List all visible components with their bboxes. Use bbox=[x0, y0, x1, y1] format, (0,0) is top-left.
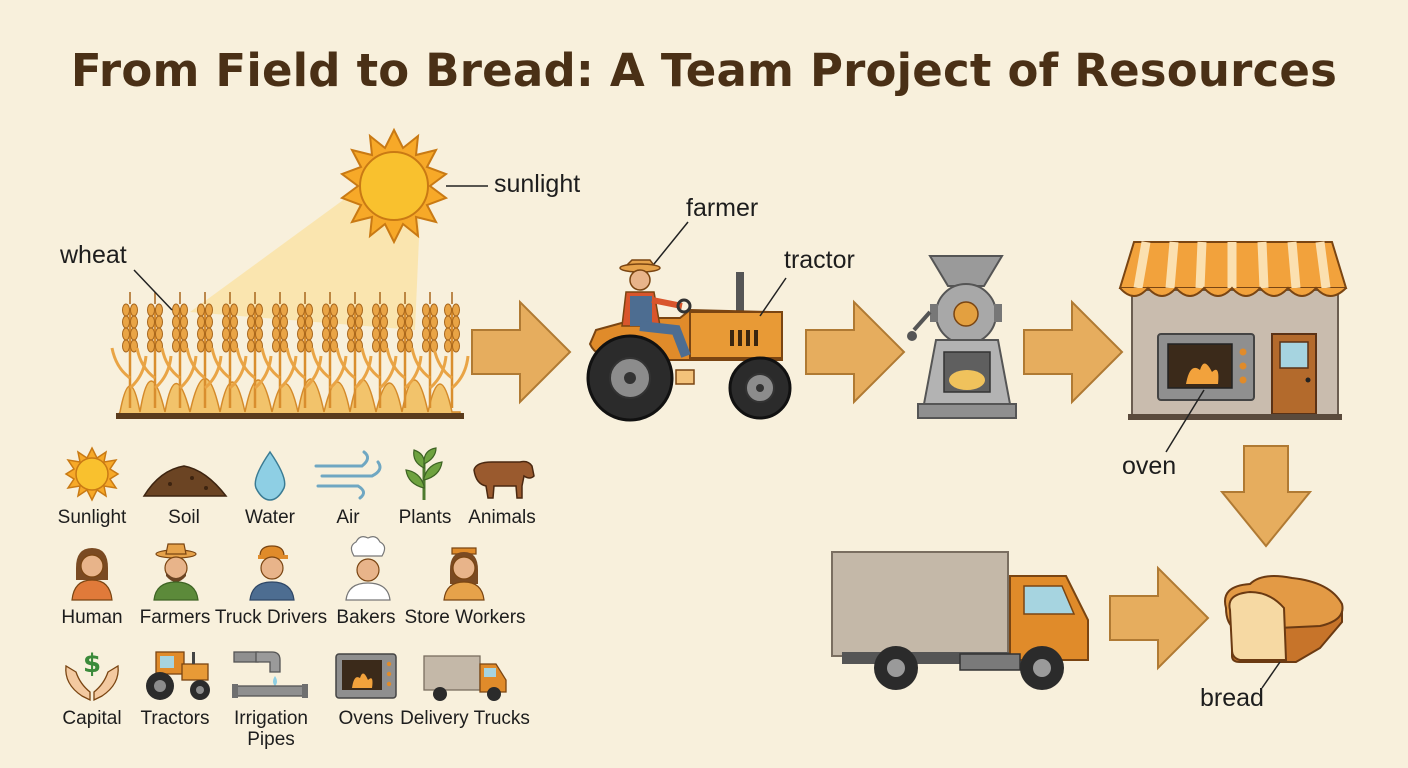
svg-text:$: $ bbox=[83, 649, 101, 679]
tractor-with-farmer bbox=[586, 259, 792, 422]
sun-icon bbox=[339, 127, 449, 245]
tractor-icon bbox=[146, 651, 210, 700]
arrow-tractor-to-mill bbox=[805, 301, 905, 403]
page-title: From Field to Bread: A Team Project of R… bbox=[70, 44, 1338, 97]
resource-label-air: Air bbox=[336, 507, 360, 528]
baker-icon bbox=[345, 536, 391, 601]
wheat-label: wheat bbox=[60, 241, 127, 269]
resource-label-soil: Soil bbox=[168, 507, 200, 528]
arrow-truck-to-bread bbox=[1109, 567, 1209, 669]
resource-label-capital: Capital bbox=[62, 708, 122, 729]
resource-label-ovens: Ovens bbox=[338, 708, 394, 729]
arrow-mill-to-bakery bbox=[1023, 301, 1123, 403]
bread-pointer bbox=[1261, 661, 1281, 689]
bread-label: bread bbox=[1200, 684, 1264, 712]
resource-label-human: Human bbox=[61, 607, 123, 628]
store-worker-icon bbox=[443, 547, 485, 601]
farmer-icon bbox=[153, 543, 199, 601]
resource-label-farmers: Farmers bbox=[139, 607, 211, 628]
truck-driver-icon bbox=[249, 545, 295, 601]
truck-icon bbox=[423, 655, 507, 701]
sunlight-label: sunlight bbox=[494, 170, 581, 198]
resource-label-tractors: Tractors bbox=[140, 708, 210, 729]
oven-label: oven bbox=[1122, 452, 1177, 480]
resource-label-animals: Animals bbox=[468, 507, 536, 528]
person-icon bbox=[71, 548, 113, 601]
resource-label-sunlight: Sunlight bbox=[57, 507, 127, 528]
resource-label-plants: Plants bbox=[398, 507, 452, 528]
delivery-truck bbox=[831, 551, 1089, 690]
pipe-icon bbox=[232, 651, 308, 698]
resource-label-irrigation-pipes: Irrigation Pipes bbox=[234, 708, 308, 750]
sunlight-beam bbox=[190, 195, 420, 330]
water-drop-icon bbox=[254, 450, 286, 501]
farmer-pointer bbox=[653, 221, 689, 265]
oven-pointer bbox=[1165, 389, 1205, 453]
plant-icon bbox=[405, 447, 443, 500]
resource-label-store-workers: Store Workers bbox=[404, 607, 526, 628]
soil-icon bbox=[142, 465, 228, 497]
cow-icon bbox=[473, 460, 535, 499]
wind-icon bbox=[314, 450, 382, 500]
sun-icon bbox=[64, 446, 120, 502]
resource-label-truck-drivers: Truck Drivers bbox=[214, 607, 328, 628]
farmer-label: farmer bbox=[686, 194, 759, 222]
resource-label-bakers: Bakers bbox=[336, 607, 396, 628]
bakery-building bbox=[1118, 241, 1348, 420]
resource-label-water: Water bbox=[245, 507, 295, 528]
money-hands-icon: $ bbox=[65, 649, 119, 702]
tractor-label: tractor bbox=[784, 246, 855, 274]
bread-loaf bbox=[1224, 575, 1344, 663]
flour-mill bbox=[907, 255, 1017, 419]
arrow-field-to-tractor bbox=[471, 301, 571, 403]
tractor-pointer bbox=[759, 277, 787, 317]
wheat-field bbox=[110, 290, 470, 419]
wheat-pointer bbox=[133, 269, 173, 311]
arrow-bakery-to-truck bbox=[1219, 445, 1313, 548]
resource-label-delivery-trucks: Delivery Trucks bbox=[400, 708, 530, 729]
oven-icon bbox=[335, 653, 397, 699]
